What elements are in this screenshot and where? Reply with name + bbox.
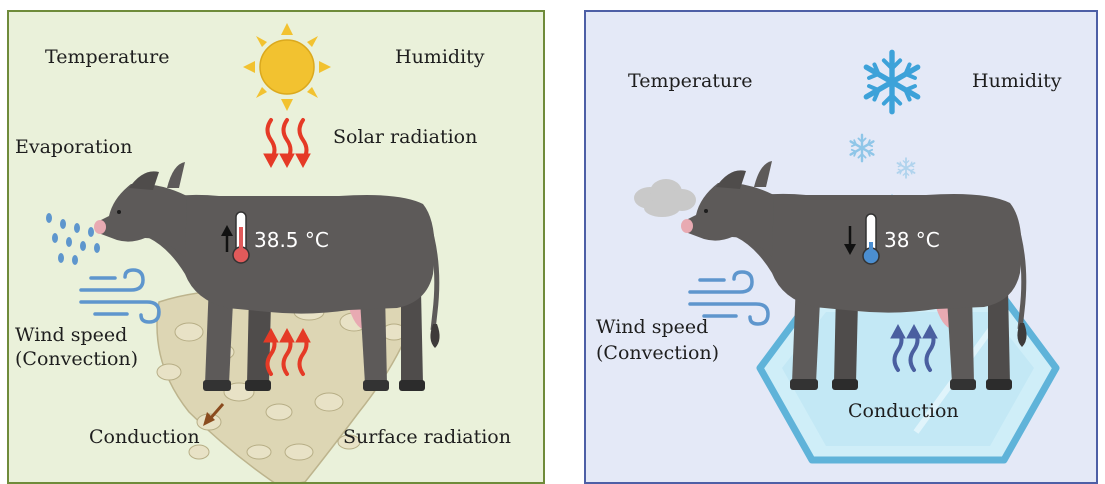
wind-icon <box>79 268 161 324</box>
body-temperature: 38 °C <box>884 228 940 252</box>
temperature-label: Temperature <box>628 70 753 92</box>
wind-speed-label: Wind speed <box>15 324 128 346</box>
solar-radiation-label: Solar radiation <box>333 126 478 148</box>
temperature-label: Temperature <box>45 46 170 68</box>
heat-stress-panel: Temperature Humidity Evaporation Solar r… <box>7 10 545 484</box>
thermometer-icon <box>232 211 250 264</box>
down-arrow-icon <box>844 226 856 255</box>
evaporation-label: Evaporation <box>15 136 133 158</box>
surface-radiation-label: Surface radiation <box>343 426 511 448</box>
cold-stress-panel: Temperature Humidity Wind speed (Convect… <box>584 10 1098 484</box>
snowflake-icon <box>866 52 917 111</box>
cold-illustration <box>634 12 1060 464</box>
thermometer-icon <box>862 213 880 265</box>
conduction-arrow-icon <box>203 403 225 426</box>
rain-drops-icon <box>46 213 100 265</box>
heat-waves-icon <box>262 118 312 169</box>
humidity-label: Humidity <box>395 46 485 68</box>
humidity-label: Humidity <box>972 70 1062 92</box>
convection-label: (Convection) <box>596 342 720 364</box>
body-temperature: 38.5 °C <box>254 228 329 252</box>
conduction-label: Conduction <box>848 400 959 422</box>
wind-speed-label: Wind speed <box>596 316 709 338</box>
small-snowflake-icon <box>849 133 916 206</box>
breath-cloud-icon <box>634 179 696 217</box>
heat-illustration <box>46 23 545 482</box>
conduction-label: Conduction <box>89 426 200 448</box>
sun-icon <box>243 23 331 111</box>
convection-label: (Convection) <box>15 348 139 370</box>
up-arrow-icon <box>221 225 233 252</box>
